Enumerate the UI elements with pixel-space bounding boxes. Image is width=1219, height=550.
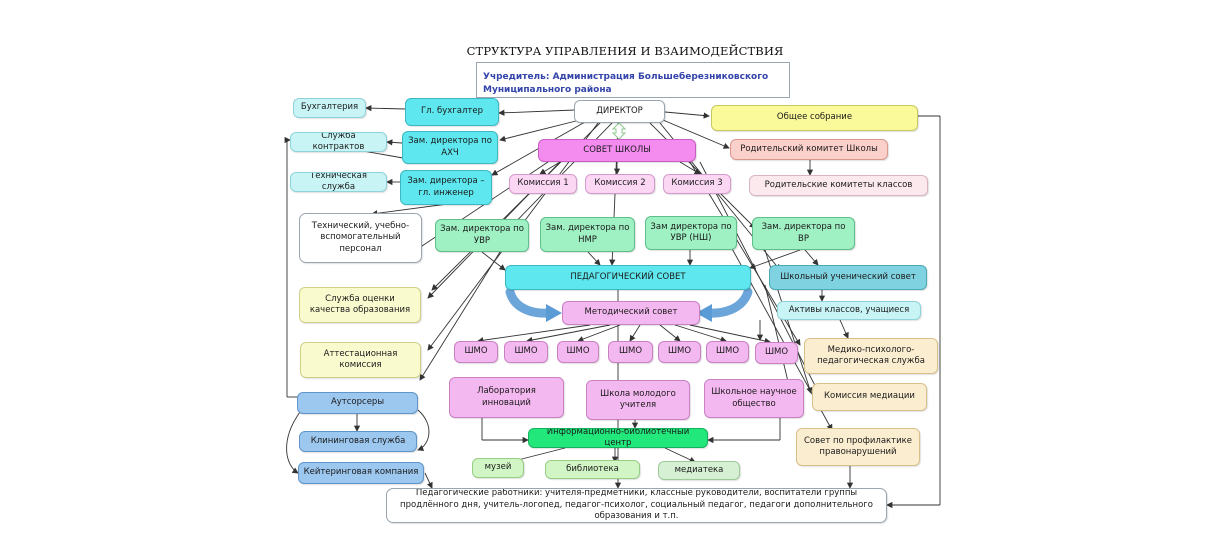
tech-service-box: Техническая служба (290, 172, 387, 192)
deputy-uvr-ns-box: Зам директора по УВР (НШ) (645, 216, 737, 250)
deputy-nmr-box: Зам. директора по НМР (540, 217, 635, 252)
attestation-box: Аттестационная комиссия (300, 342, 421, 378)
young-teacher-school-box: Школа молодого учителя (586, 380, 690, 420)
founder-box: Учредитель: Администрация Большеберезник… (476, 62, 790, 98)
commission-1-box: Комиссия 1 (509, 174, 577, 194)
accounting-box: Бухгалтерия (293, 98, 366, 118)
method-council-box: Методический совет (562, 301, 700, 325)
shmo-2-box: ШМО (504, 341, 548, 363)
shmo-3-box: ШМО (557, 341, 599, 363)
mediation-box: Комиссия медиации (812, 383, 927, 411)
support-staff-box: Технический, учебно-вспомогательный перс… (299, 213, 422, 263)
commission-2-box: Комиссия 2 (585, 174, 655, 194)
student-council-box: Школьный ученический совет (769, 265, 927, 290)
shmo-4-box: ШМО (608, 341, 653, 363)
outsourcers-box: Аутсорсеры (297, 392, 418, 414)
shmo-1-box: ШМО (454, 341, 498, 363)
psych-service-box: Медико-психолого-педагогическая служба (804, 338, 938, 374)
lab-innovations-box: Лаборатория инноваций (449, 377, 564, 418)
shmo-5-box: ШМО (658, 341, 701, 363)
school-council-box: СОВЕТ ШКОЛЫ (538, 139, 696, 162)
library-box: библиотека (545, 460, 640, 479)
diagram-title: СТРУКТУРА УПРАВЛЕНИЯ И ВЗАИМОДЕЙСТВИЯ (466, 44, 784, 58)
quality-service-box: Служба оценки качества образования (299, 287, 421, 323)
parent-committee-school-box: Родительский комитет Школы (730, 139, 888, 160)
general-meeting-box: Общее собрание (711, 105, 918, 131)
contract-service-box: Служба контрактов (290, 132, 387, 152)
shmo-7-box: ШМО (755, 342, 798, 364)
catering-box: Кейтеринговая компания (298, 462, 424, 484)
deputy-vr-box: Зам. директора по ВР (752, 217, 855, 250)
science-society-box: Школьное научное общество (704, 379, 804, 418)
prevention-council-box: Совет по профилактике правонарушений (796, 428, 920, 466)
chief-accountant-box: Гл. бухгалтер (405, 98, 499, 126)
ped-council-box: ПЕДАГОГИЧЕСКИЙ СОВЕТ (505, 265, 751, 290)
deputy-uvr-box: Зам. директора по УВР (435, 219, 529, 252)
deputy-engineer-box: Зам. директора – гл. инженер (400, 170, 492, 205)
library-center-box: Информационно-библиотечный центр (528, 428, 708, 448)
parent-committees-classes-box: Родительские комитеты классов (749, 175, 928, 196)
class-activists-box: Активы классов, учащиеся (777, 301, 921, 320)
cleaning-box: Клининговая служба (299, 431, 417, 452)
deputy-ahch-box: Зам. директора по АХЧ (402, 131, 498, 164)
media-library-box: медиатека (658, 461, 740, 480)
ped-workers-box: Педагогические работники: учителя-предме… (386, 488, 887, 523)
double-arrow (611, 122, 627, 140)
commission-3-box: Комиссия 3 (663, 174, 731, 194)
director-box: ДИРЕКТОР (574, 100, 665, 123)
shmo-6-box: ШМО (706, 341, 749, 363)
museum-box: музей (472, 458, 524, 478)
